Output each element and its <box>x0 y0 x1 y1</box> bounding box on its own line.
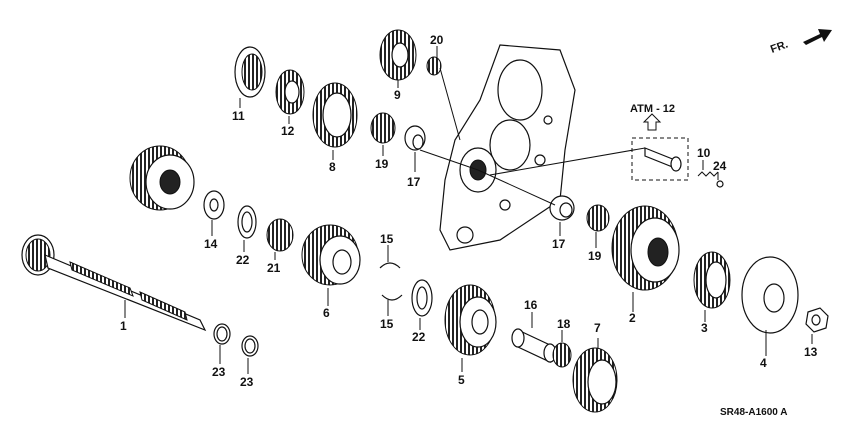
reference-code: SR48-A1600 A <box>720 407 787 418</box>
label-24: 24 <box>713 159 727 173</box>
part-gear-12 <box>275 69 305 115</box>
part-bearing-20 <box>426 56 442 76</box>
part-clip-15b <box>381 294 403 301</box>
label-8: 8 <box>329 160 336 174</box>
label-17a: 17 <box>407 175 421 189</box>
label-19a: 19 <box>375 157 389 171</box>
part-sprocket-8 <box>312 82 358 148</box>
label-18: 18 <box>557 317 571 331</box>
part-ball-24 <box>716 180 724 188</box>
part-gear-9 <box>379 29 417 81</box>
part-gear-6 <box>301 224 361 286</box>
label-19b: 19 <box>588 249 602 263</box>
label-23a: 23 <box>212 365 226 379</box>
part-collar-17b <box>549 195 575 221</box>
part-plate-4 <box>741 256 799 334</box>
label-15a: 15 <box>380 232 394 246</box>
label-23b: 23 <box>240 375 254 389</box>
part-gear-5 <box>444 284 497 356</box>
part-labels: 1 2 3 4 5 6 7 8 9 10 11 12 13 14 15 15 1… <box>120 33 818 389</box>
label-4: 4 <box>760 356 767 370</box>
part-nut-13 <box>805 307 829 333</box>
part-bearing-18 <box>552 342 572 368</box>
part-bearing-19b <box>586 204 610 232</box>
part-washer-23a <box>213 323 231 345</box>
label-20: 20 <box>430 33 444 47</box>
part-gear-2 <box>611 205 680 291</box>
part-washer-23b <box>241 335 259 357</box>
label-9: 9 <box>394 88 401 102</box>
part-bearing-3 <box>693 251 731 309</box>
part-clip-15a <box>379 262 401 269</box>
label-2: 2 <box>629 311 636 325</box>
part-washer-22b <box>411 279 433 317</box>
label-12: 12 <box>281 124 295 138</box>
part-mainshaft <box>21 234 207 332</box>
label-14: 14 <box>204 237 218 251</box>
label-21: 21 <box>267 261 281 275</box>
part-ring-11 <box>234 46 266 98</box>
label-11: 11 <box>232 109 245 123</box>
front-direction-indicator: FR. <box>769 29 832 56</box>
label-22b: 22 <box>412 330 426 344</box>
part-drum <box>129 145 195 211</box>
part-bearing-21 <box>266 218 294 252</box>
label-3: 3 <box>701 321 708 335</box>
part-washer-14 <box>203 190 225 220</box>
label-6: 6 <box>323 306 330 320</box>
part-spring-10 <box>697 171 719 177</box>
part-bearing-19a <box>370 112 396 144</box>
label-13: 13 <box>804 345 818 359</box>
label-10: 10 <box>697 146 711 160</box>
label-7: 7 <box>594 321 601 335</box>
leader-lines <box>124 46 813 374</box>
label-15b: 15 <box>380 317 394 331</box>
front-arrow-icon <box>803 29 832 45</box>
atm-callout <box>631 113 689 181</box>
label-17b: 17 <box>552 237 566 251</box>
front-label: FR. <box>769 38 790 55</box>
part-washer-22a <box>237 205 257 239</box>
label-5: 5 <box>458 373 465 387</box>
label-16: 16 <box>524 298 538 312</box>
part-collar-17a <box>404 125 426 151</box>
part-sleeve-16 <box>511 328 557 363</box>
part-gear-7 <box>572 347 618 413</box>
label-1: 1 <box>120 319 127 333</box>
label-22a: 22 <box>236 253 250 267</box>
atm-callout-label: ATM - 12 <box>630 103 675 115</box>
transmission-case <box>439 44 576 251</box>
